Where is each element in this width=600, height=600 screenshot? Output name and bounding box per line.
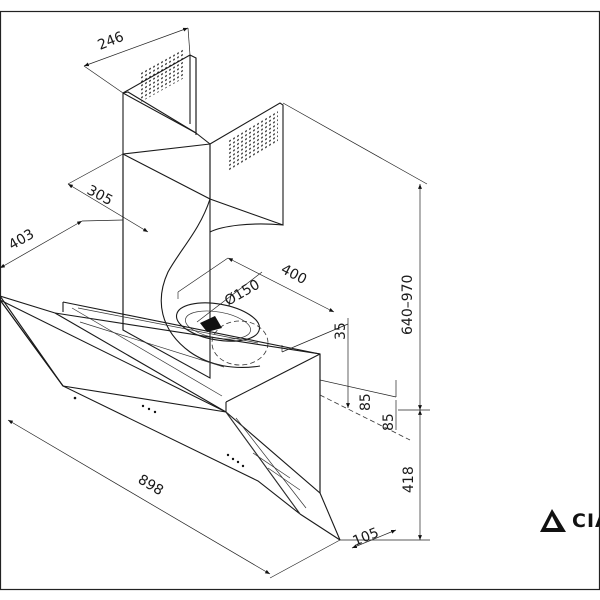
dim-label-246: 246 xyxy=(96,29,127,54)
dim-label-35: 35 xyxy=(333,322,349,340)
dim-label-105: 105 xyxy=(351,525,382,550)
dimension-35: 35 xyxy=(281,318,350,408)
dimension-898: 898 xyxy=(0,300,341,579)
dim-label-400: 400 xyxy=(278,261,309,288)
chimney-lower-section xyxy=(122,102,284,379)
dim-label-85-first: 85 xyxy=(358,393,374,411)
dimension-85-second: 85 xyxy=(319,394,411,441)
wall-cutout-outline xyxy=(160,198,284,369)
brand-mark-icon xyxy=(540,509,566,532)
dimension-403: 403 xyxy=(0,219,124,269)
dim-label-305: 305 xyxy=(84,182,115,209)
dimension-85-first: 85 xyxy=(319,379,397,411)
dim-label-898: 898 xyxy=(135,472,166,499)
drawing-frame xyxy=(0,10,600,591)
dim-label-85-second: 85 xyxy=(381,413,397,431)
dim-label-640-970: 640–970 xyxy=(400,275,416,335)
dim-label-418: 418 xyxy=(401,466,417,493)
upper-vent-grille xyxy=(140,47,185,103)
chimney-upper-section xyxy=(122,47,197,154)
dimension-640-970: 640–970 xyxy=(282,102,428,410)
dimension-105: 105 xyxy=(351,525,397,550)
brand-logo: CIA xyxy=(538,506,600,536)
brand-name: CIA xyxy=(572,510,600,532)
lower-vent-grille xyxy=(228,109,278,173)
hood-body xyxy=(0,295,341,541)
dim-label-diameter: Ø150 xyxy=(222,277,263,310)
